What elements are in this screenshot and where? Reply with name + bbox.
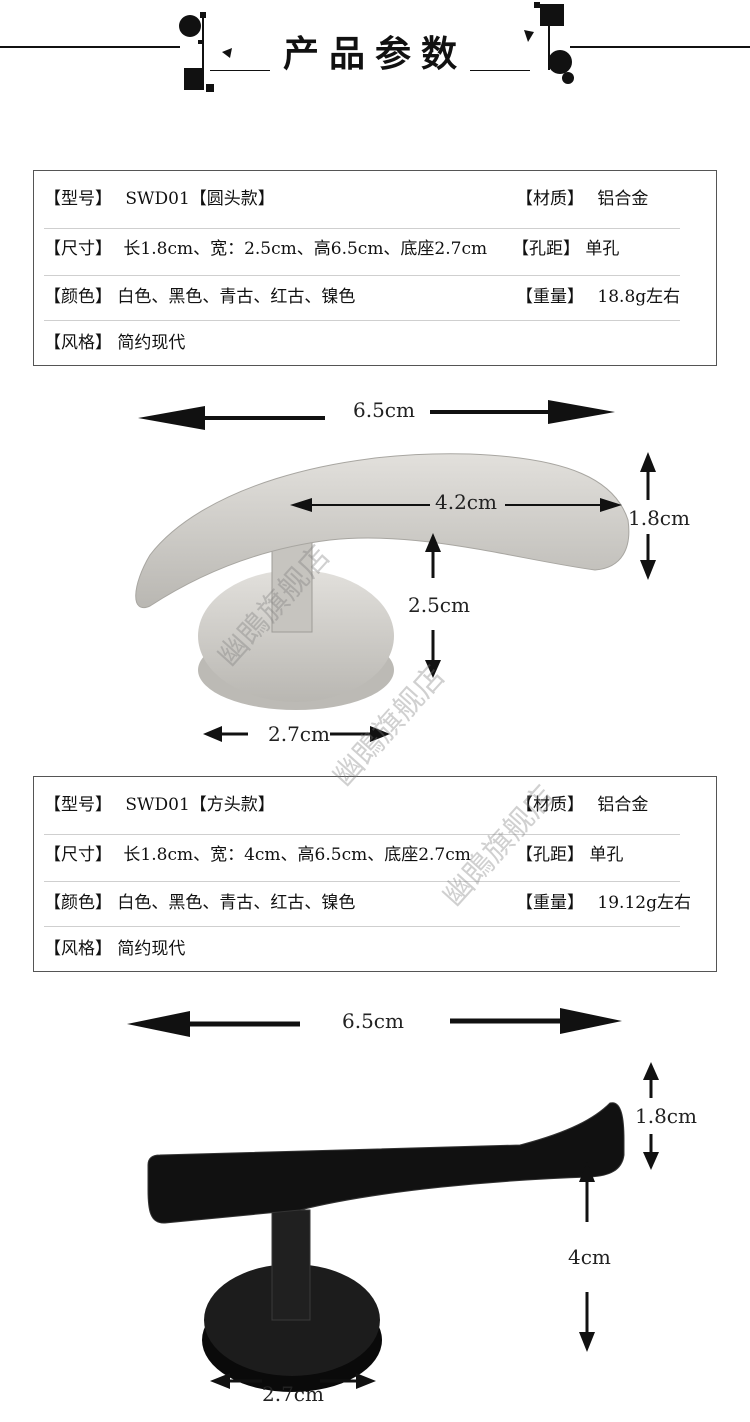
spec-row-style: 【风格】 简约现代 (44, 330, 185, 356)
spec-row-color: 【颜色】 白色、黑色、青古、红古、镍色 (44, 284, 355, 310)
header-rule-left (0, 46, 180, 48)
spec-weight: 【重量】 18.8g左右 (516, 284, 680, 310)
square-handle-image (147, 1102, 625, 1392)
page-title: 产品参数 (282, 34, 467, 75)
dim-thickness-label: 1.8cm (635, 1104, 697, 1128)
material-label: 【材质】 (516, 189, 584, 209)
spec-hole: 【孔距】 单孔 (516, 842, 623, 868)
dim-length-label: 6.5cm (342, 1009, 404, 1033)
hole-value: 单孔 (585, 239, 620, 259)
material-value: 铝合金 (597, 189, 649, 209)
size-label: 【尺寸】 (44, 239, 112, 259)
weight-label: 【重量】 (516, 893, 584, 913)
dim-base-label: 2.7cm (268, 722, 330, 746)
header-rule-mid-left (210, 70, 270, 71)
dim-arrows-round (138, 400, 656, 742)
color-value: 白色、黑色、青古、红古、镍色 (117, 893, 356, 913)
style-value: 简约现代 (117, 939, 186, 959)
material-label: 【材质】 (516, 795, 584, 815)
model-label: 【型号】 (44, 795, 112, 815)
spec-table-round: 【型号】 SWD01【圆头款】 【材质】 铝合金 【尺寸】 长1.8cm、宽：2… (33, 170, 717, 366)
spec-row-size: 【尺寸】 长1.8cm、宽：2.5cm、高6.5cm、底座2.7cm (44, 236, 487, 262)
spec-row-color: 【颜色】 白色、黑色、青古、红古、镍色 (44, 890, 355, 916)
style-label: 【风格】 (44, 333, 112, 353)
spec-table-square: 【型号】 SWD01【方头款】 【材质】 铝合金 【尺寸】 长1.8cm、宽：4… (33, 776, 717, 972)
dim-height-label: 4cm (568, 1245, 611, 1269)
hole-label: 【孔距】 (516, 845, 584, 865)
header-rule-right (570, 46, 750, 48)
spec-weight: 【重量】 19.12g左右 (516, 890, 691, 916)
spec-row-size: 【尺寸】 长1.8cm、宽：4cm、高6.5cm、底座2.7cm (44, 842, 471, 868)
spec-row-style: 【风格】 简约现代 (44, 936, 185, 962)
size-value: 长1.8cm、宽：2.5cm、高6.5cm、底座2.7cm (123, 239, 488, 259)
header-decoration-left (179, 12, 232, 92)
spec-row-model: 【型号】 SWD01【方头款】 (44, 792, 275, 818)
dim-length-label: 6.5cm (353, 398, 415, 422)
dim-thickness-label: 1.8cm (628, 506, 690, 530)
spec-material: 【材质】 铝合金 (516, 186, 648, 212)
row-divider (44, 926, 680, 927)
color-label: 【颜色】 (44, 287, 112, 307)
row-divider (44, 275, 680, 276)
hole-label: 【孔距】 (512, 239, 580, 259)
dim-inner-length-label: 4.2cm (435, 490, 497, 514)
row-divider (44, 320, 680, 321)
weight-label: 【重量】 (516, 287, 584, 307)
model-value: SWD01【方头款】 (125, 795, 275, 815)
size-label: 【尺寸】 (44, 845, 112, 865)
weight-value: 18.8g左右 (597, 287, 681, 307)
row-divider (44, 228, 680, 229)
dim-base-label: 2.7cm (262, 1382, 324, 1406)
dim-height-label: 2.5cm (408, 593, 470, 617)
material-value: 铝合金 (597, 795, 649, 815)
color-value: 白色、黑色、青古、红古、镍色 (117, 287, 356, 307)
row-divider (44, 834, 680, 835)
spec-hole: 【孔距】 单孔 (512, 236, 619, 262)
spec-row-model: 【型号】 SWD01【圆头款】 (44, 186, 275, 212)
header-rule-mid-right (470, 70, 530, 71)
spec-material: 【材质】 铝合金 (516, 792, 648, 818)
round-handle-image (135, 453, 630, 710)
size-value: 长1.8cm、宽：4cm、高6.5cm、底座2.7cm (123, 845, 471, 865)
color-label: 【颜色】 (44, 893, 112, 913)
hole-value: 单孔 (589, 845, 624, 865)
model-label: 【型号】 (44, 189, 112, 209)
style-value: 简约现代 (117, 333, 186, 353)
style-label: 【风格】 (44, 939, 112, 959)
row-divider (44, 881, 680, 882)
model-value: SWD01【圆头款】 (125, 189, 275, 209)
weight-value: 19.12g左右 (597, 893, 691, 913)
header-decoration-right (524, 2, 574, 84)
